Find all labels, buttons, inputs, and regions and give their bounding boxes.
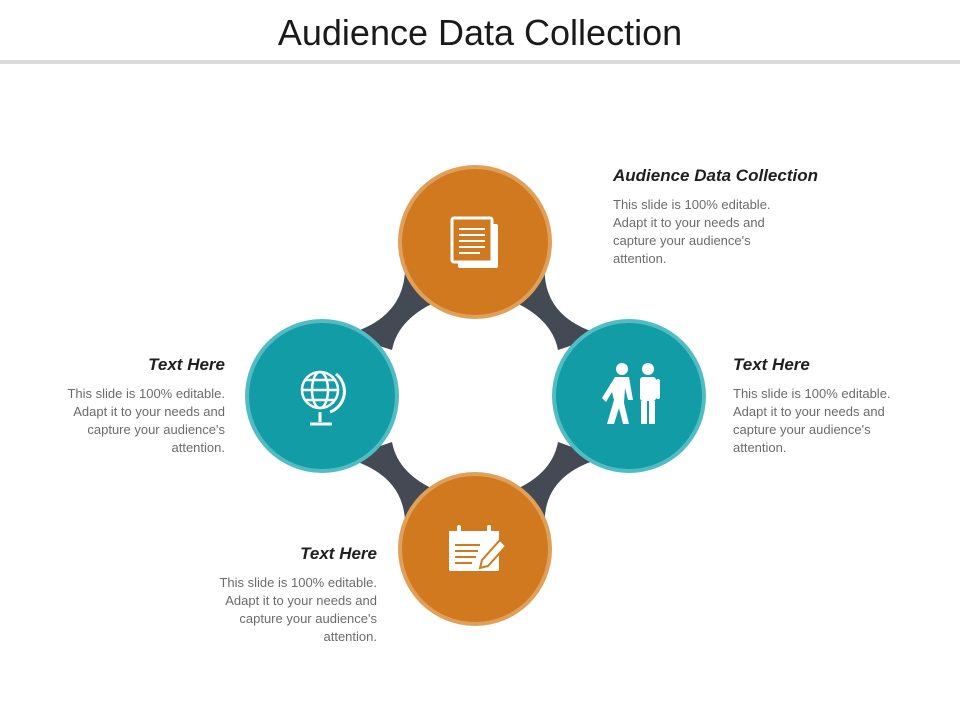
node-bottom	[398, 472, 552, 626]
block-heading: Text Here	[148, 355, 225, 374]
block-body: This slide is 100% editable. Adapt it to…	[613, 197, 771, 266]
text-block-bottom-left: Text Here This slide is 100% editable. A…	[137, 544, 377, 646]
text-block-right: Text Here This slide is 100% editable. A…	[733, 355, 960, 457]
node-right	[552, 319, 706, 473]
text-block-top-right: Audience Data Collection This slide is 1…	[613, 166, 853, 268]
block-heading: Text Here	[733, 355, 810, 374]
slide-title: Audience Data Collection	[277, 12, 683, 53]
calendar-edit-icon	[449, 525, 508, 571]
block-body: This slide is 100% editable. Adapt it to…	[219, 575, 377, 644]
node-left	[245, 319, 399, 473]
document-icon	[450, 216, 498, 268]
people-walking-icon	[602, 363, 660, 424]
globe-icon	[300, 370, 346, 426]
block-heading: Audience Data Collection	[613, 166, 818, 185]
block-heading: Text Here	[300, 544, 377, 563]
node-top	[398, 165, 552, 319]
block-body: This slide is 100% editable. Adapt it to…	[67, 386, 225, 455]
title-divider	[0, 60, 960, 64]
text-block-left: Text Here This slide is 100% editable. A…	[0, 355, 225, 457]
block-body: This slide is 100% editable. Adapt it to…	[733, 386, 891, 455]
